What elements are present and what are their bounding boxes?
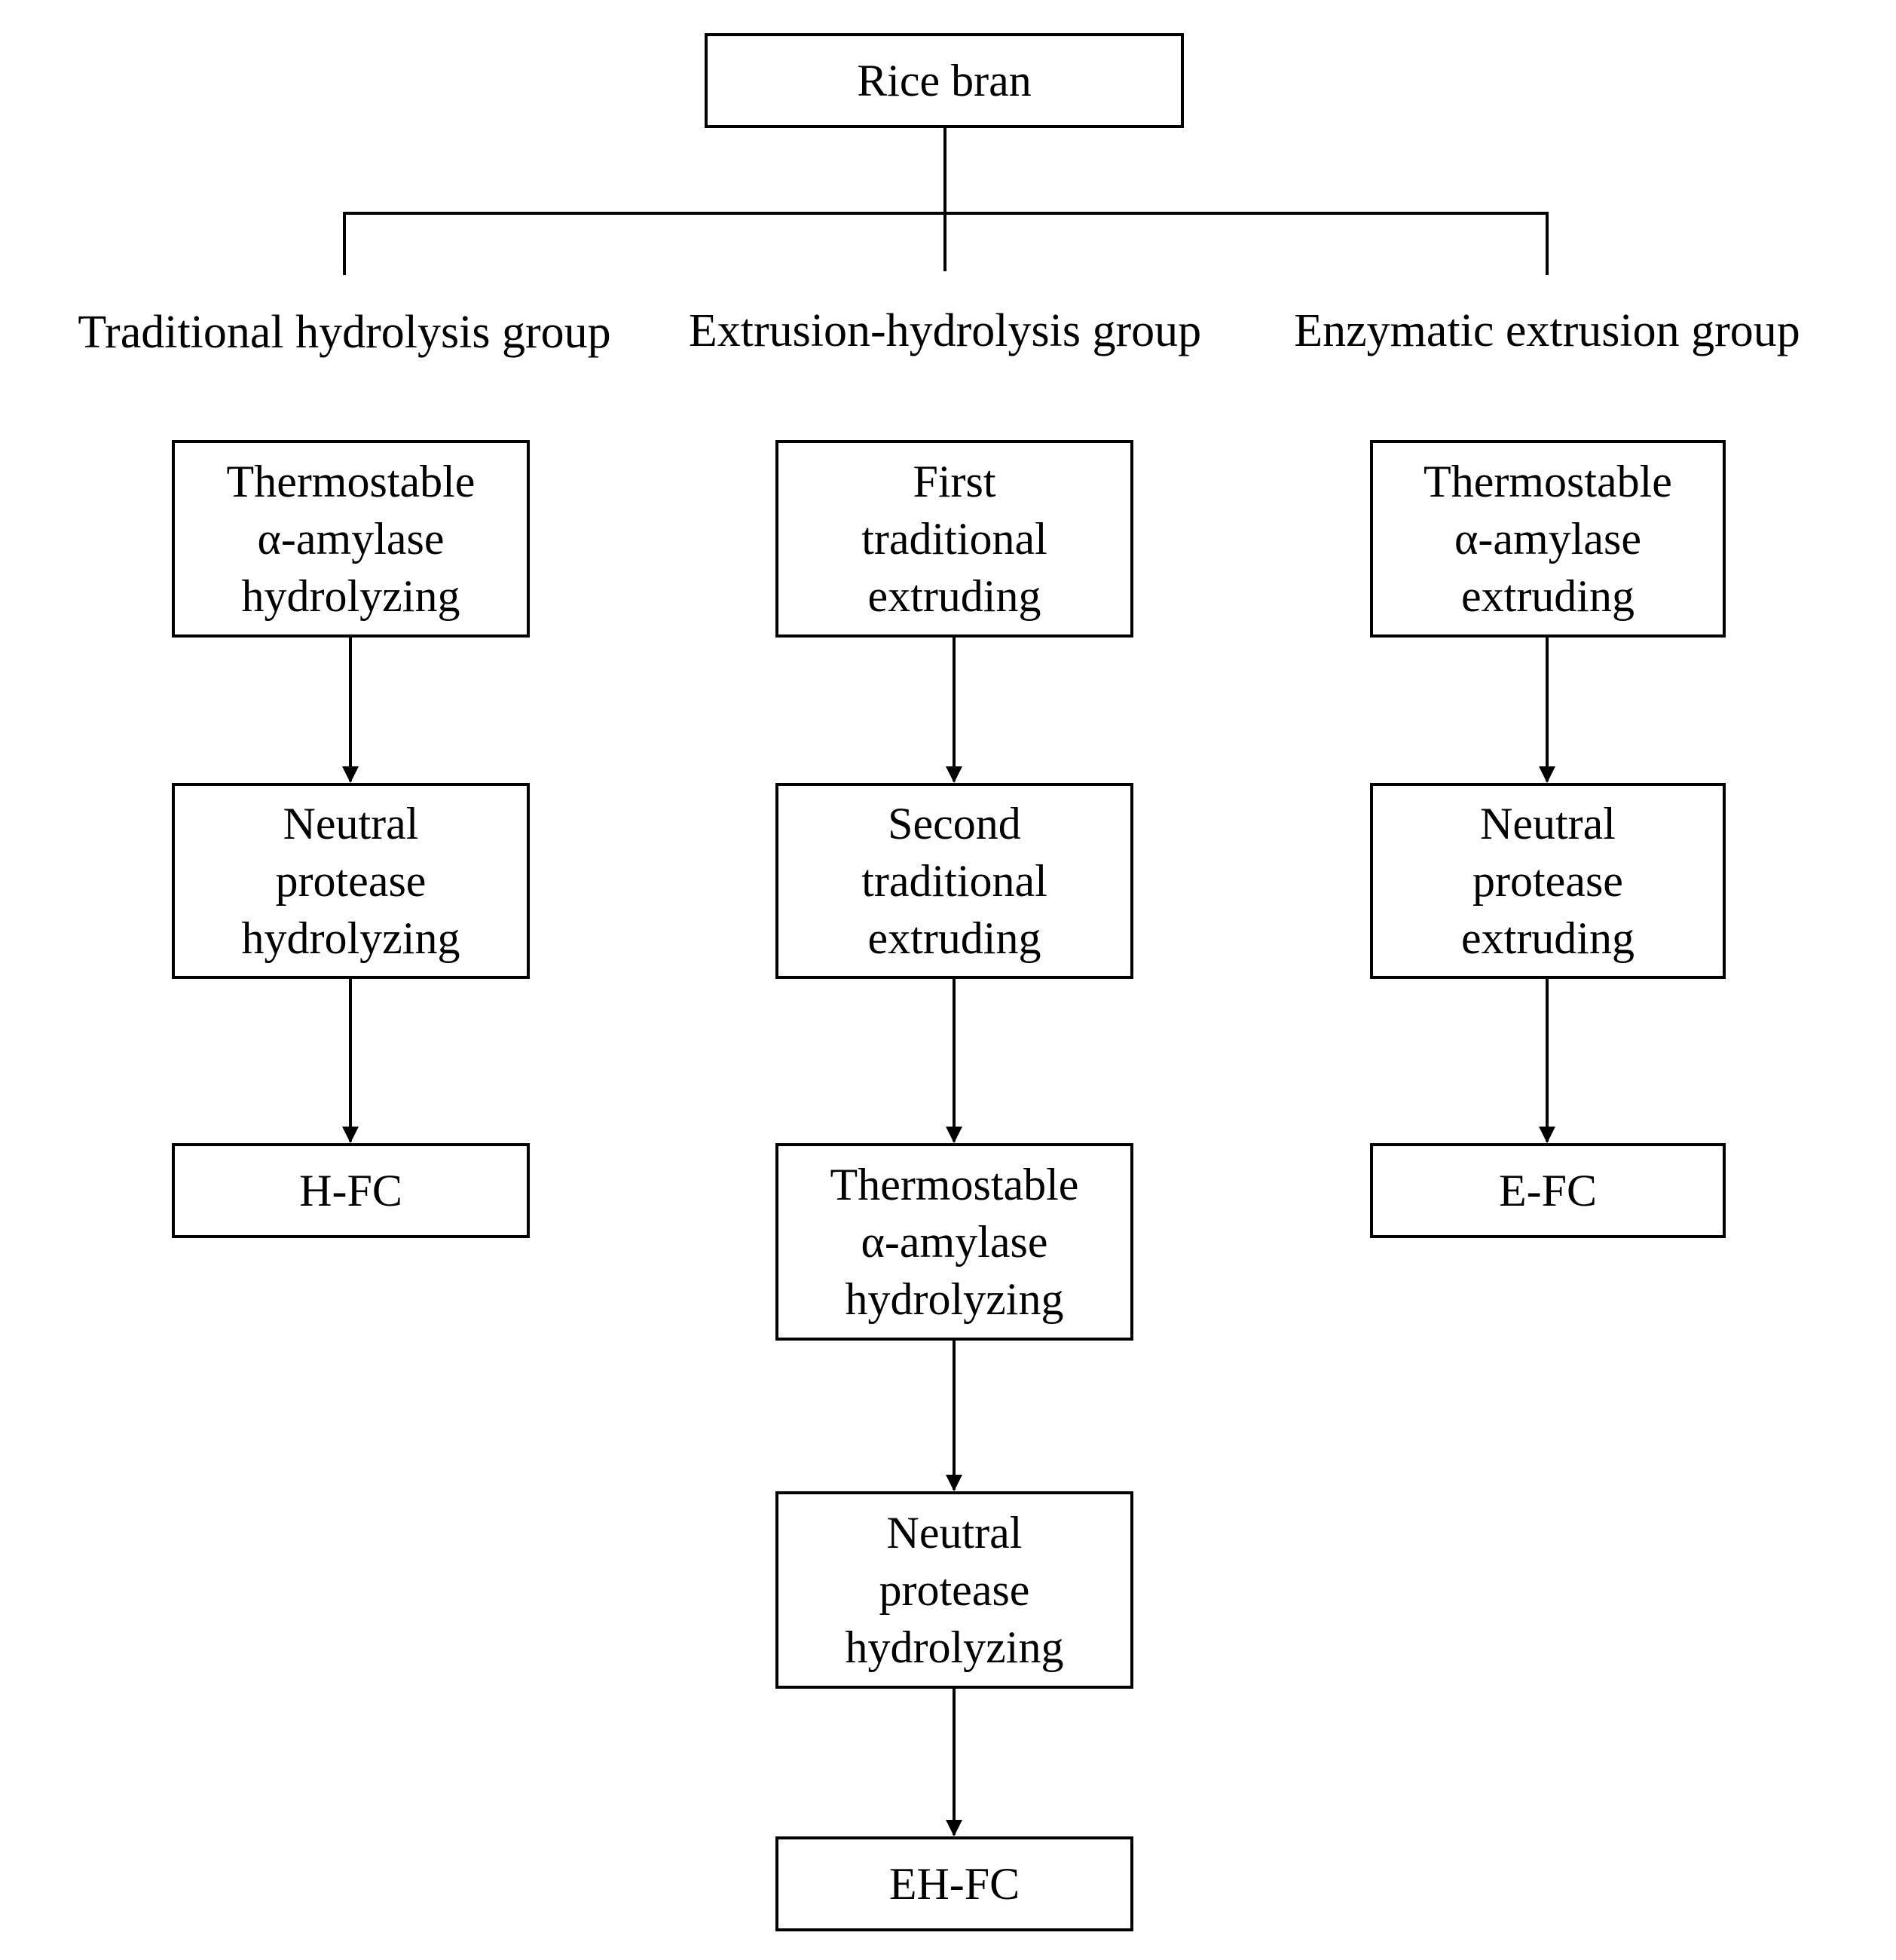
- step-label: First traditional extruding: [861, 457, 1047, 621]
- step-label: Thermostable α-amylase extruding: [1424, 457, 1672, 621]
- step-label: Thermostable α-amylase hydrolyzing: [226, 457, 476, 621]
- group-label-enzymatic-extrusion: Enzymatic extrusion group: [1294, 305, 1800, 356]
- product-label: H-FC: [299, 1166, 402, 1215]
- step-box: Thermostable α-amylase hydrolyzing: [775, 1143, 1133, 1341]
- product-label: E-FC: [1498, 1166, 1598, 1215]
- step-label: Second traditional extruding: [861, 799, 1047, 963]
- step-box: Neutral protease hydrolyzing: [172, 783, 530, 979]
- product-box-eh-fc: EH-FC: [775, 1836, 1133, 1931]
- step-box: Thermostable α-amylase extruding: [1370, 440, 1726, 638]
- step-box: Neutral protease extruding: [1370, 783, 1726, 979]
- product-box-e-fc: E-FC: [1370, 1143, 1726, 1238]
- product-label: EH-FC: [888, 1859, 1020, 1909]
- group-label-extrusion-hydrolysis: Extrusion-hydrolysis group: [688, 305, 1202, 356]
- step-label: Neutral protease hydrolyzing: [845, 1508, 1064, 1672]
- step-label: Neutral protease extruding: [1461, 799, 1635, 963]
- step-box: Thermostable α-amylase hydrolyzing: [172, 440, 530, 638]
- root-box: Rice bran: [705, 33, 1184, 128]
- root-label: Rice bran: [857, 56, 1032, 105]
- step-label: Thermostable α-amylase hydrolyzing: [830, 1160, 1079, 1324]
- step-box: Neutral protease hydrolyzing: [775, 1491, 1133, 1689]
- product-box-h-fc: H-FC: [172, 1143, 530, 1238]
- step-box: First traditional extruding: [775, 440, 1133, 638]
- step-box: Second traditional extruding: [775, 783, 1133, 979]
- group-label-traditional-hydrolysis: Traditional hydrolysis group: [78, 307, 611, 358]
- step-label: Neutral protease hydrolyzing: [241, 799, 460, 963]
